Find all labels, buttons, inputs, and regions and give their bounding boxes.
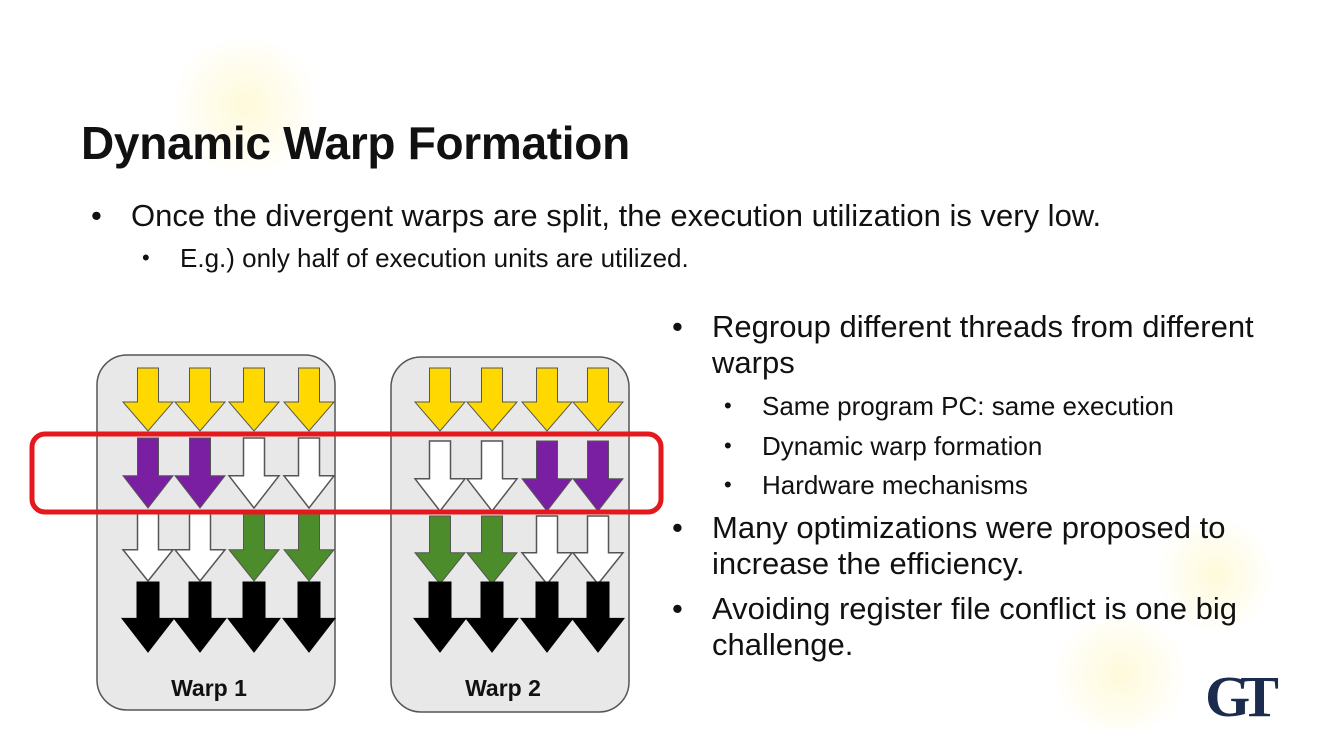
warp-label: Warp 2	[465, 675, 541, 701]
bullet-glyph: •	[724, 472, 732, 497]
right-sub-bullet-text: Hardware mechanisms	[762, 470, 1028, 500]
right-bullet-line: challenge.	[712, 627, 854, 662]
green-thread-arrow	[413, 515, 467, 585]
right-sub-bullet-text: Dynamic warp formation	[762, 431, 1043, 461]
yellow-thread-arrow	[121, 367, 175, 432]
top-sub-bullet: • E.g.) only half of execution units are…	[142, 243, 689, 273]
right-sub-bullet: • Same program PC: same execution	[724, 391, 1174, 421]
bullet-glyph: •	[724, 433, 732, 458]
yellow-thread-arrow	[413, 367, 467, 432]
divergence-highlight-box	[29, 431, 664, 515]
black-thread-arrow	[226, 581, 282, 653]
svg-text:GT: GT	[1205, 668, 1278, 724]
bullet-glyph: •	[724, 393, 732, 418]
green-thread-arrow	[465, 515, 519, 585]
right-bullet-line: Many optimizations were proposed to	[712, 510, 1226, 545]
top-sub-bullet-text: E.g.) only half of execution units are u…	[180, 243, 689, 273]
bullet-glyph: •	[672, 309, 683, 344]
white-thread-arrow	[571, 515, 625, 586]
right-sub-bullet: • Dynamic warp formation	[724, 431, 1042, 461]
right-bullet-optimizations: • Many optimizations were proposed to in…	[672, 510, 1225, 582]
decorative-glow	[160, 40, 330, 170]
top-bullet: • Once the divergent warps are split, th…	[91, 198, 1101, 234]
yellow-thread-arrow	[520, 367, 574, 432]
yellow-thread-arrow	[465, 367, 519, 432]
purple-thread-arrow	[520, 440, 574, 512]
white-thread-arrow	[173, 512, 227, 583]
warp-diagram: Warp 1 Warp 2	[29, 354, 664, 713]
green-thread-arrow	[282, 512, 336, 582]
slide-title: Dynamic Warp Formation	[81, 117, 630, 169]
decorative-glow	[1040, 620, 1200, 730]
right-bullet-register-conflict: • Avoiding register file conflict is one…	[672, 591, 1237, 663]
bullet-glyph: •	[672, 510, 683, 545]
black-thread-arrow	[172, 581, 228, 653]
bullet-glyph: •	[672, 591, 683, 626]
black-thread-arrow	[519, 581, 575, 653]
right-bullet-line: increase the efficiency.	[712, 546, 1025, 581]
black-thread-arrow	[464, 581, 520, 653]
right-sub-bullet-text: Same program PC: same execution	[762, 391, 1174, 421]
decorative-glow	[1150, 520, 1280, 630]
white-thread-arrow	[121, 512, 175, 583]
yellow-thread-arrow	[173, 367, 227, 432]
purple-thread-arrow	[173, 437, 227, 509]
top-bullet-text: Once the divergent warps are split, the …	[131, 198, 1102, 233]
right-bullet-line: warps	[712, 345, 795, 380]
right-bullet-line: Regroup different threads from different	[712, 309, 1254, 344]
black-thread-arrow	[412, 581, 468, 653]
white-thread-arrow	[282, 437, 336, 510]
bullet-glyph: •	[142, 245, 150, 270]
black-thread-arrow	[570, 581, 626, 653]
green-thread-arrow	[227, 512, 281, 582]
yellow-thread-arrow	[227, 367, 281, 432]
right-bullet-line: Avoiding register file conflict is one b…	[712, 591, 1237, 626]
right-bullet-regroup: • Regroup different threads from differe…	[672, 309, 1254, 381]
bullet-glyph: •	[91, 198, 102, 233]
right-sub-bullet: • Hardware mechanisms	[724, 470, 1028, 500]
black-thread-arrow	[120, 581, 176, 653]
white-thread-arrow	[413, 440, 467, 513]
yellow-thread-arrow	[571, 367, 625, 432]
yellow-thread-arrow	[282, 367, 336, 432]
purple-thread-arrow	[121, 437, 175, 509]
white-thread-arrow	[520, 515, 574, 586]
white-thread-arrow	[227, 437, 281, 510]
black-thread-arrow	[281, 581, 337, 653]
warp-label: Warp 1	[171, 675, 247, 701]
georgia-tech-logo: GT	[1205, 668, 1282, 724]
purple-thread-arrow	[571, 440, 625, 512]
white-thread-arrow	[465, 440, 519, 513]
